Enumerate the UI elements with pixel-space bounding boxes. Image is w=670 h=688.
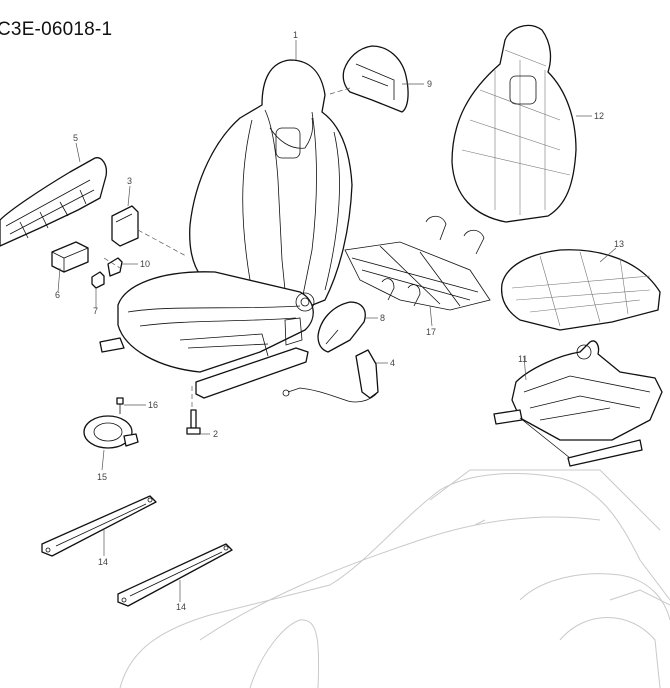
belt-buckle-part (282, 349, 379, 403)
callout-8: 8 (380, 313, 385, 323)
seat-frame-part (493, 340, 663, 467)
seat-cushion-part (500, 249, 661, 331)
side-shield-part (317, 301, 366, 353)
callout-16: 16 (148, 400, 158, 410)
diagram-code: C3E-06018-1 (0, 19, 113, 40)
retractor-part (83, 415, 139, 449)
seat-assembly (99, 59, 353, 399)
control-unit-part (51, 241, 89, 273)
callout-1: 1 (293, 30, 298, 40)
connector-part (107, 257, 123, 277)
callout-13: 13 (614, 239, 624, 249)
callout-11: 11 (518, 354, 527, 364)
callout-15: 15 (97, 472, 107, 482)
bolt-part (186, 409, 201, 435)
callout-2: 2 (213, 429, 218, 439)
callout-labels: 1 2 3 4 5 6 7 8 9 10 11 12 13 14 14 15 1… (55, 30, 624, 612)
callout-4: 4 (390, 358, 395, 368)
callout-3: 3 (127, 176, 132, 186)
callout-9: 9 (427, 79, 432, 89)
clip-part (91, 271, 105, 289)
backrest-cushion-part (451, 24, 577, 223)
vehicle-outline (119, 469, 670, 688)
back-cover-part (342, 45, 409, 113)
harness-part (344, 215, 491, 311)
callout-14a: 14 (98, 557, 108, 567)
callout-7: 7 (93, 306, 98, 316)
side-trim-part (0, 157, 108, 247)
callout-17: 17 (426, 327, 436, 337)
callout-12: 12 (594, 111, 604, 121)
module-part (111, 205, 139, 247)
screw-part (116, 397, 124, 414)
seat-rail-lower-part (117, 543, 233, 607)
callout-10: 10 (140, 259, 150, 269)
callout-6: 6 (55, 290, 60, 300)
seat-rail-upper-part (41, 495, 157, 557)
callout-14b: 14 (176, 602, 186, 612)
leader-lines (57, 40, 617, 602)
callout-5: 5 (73, 133, 78, 143)
